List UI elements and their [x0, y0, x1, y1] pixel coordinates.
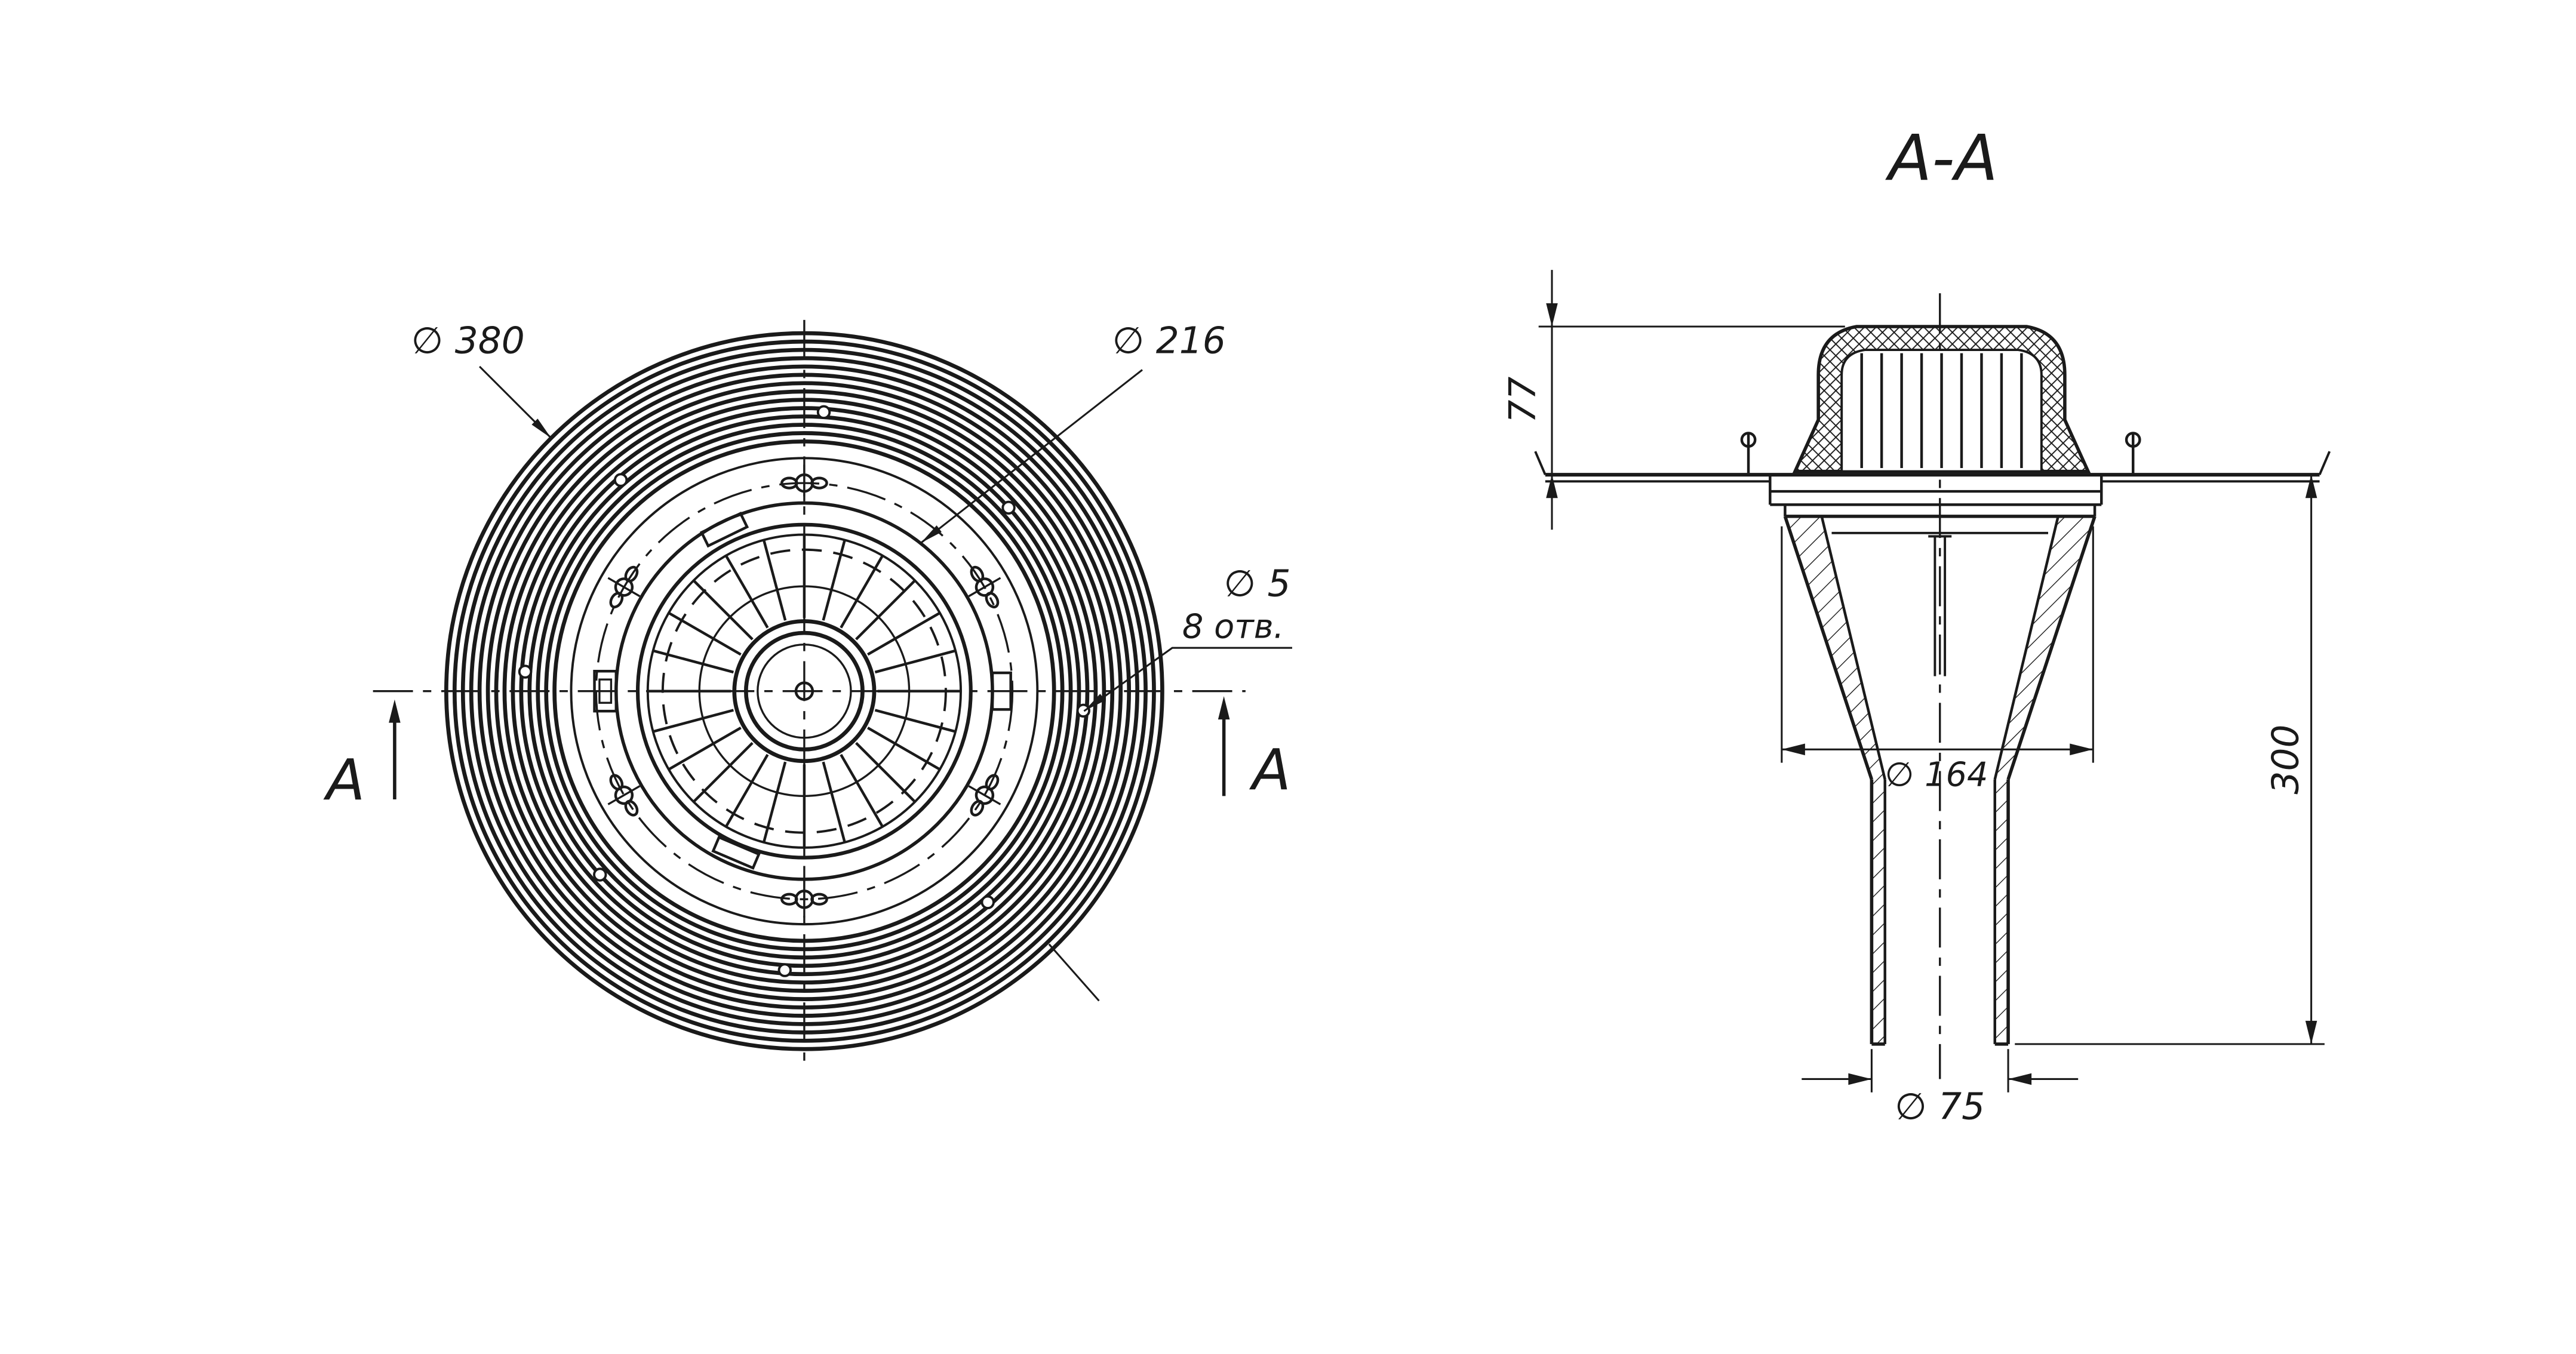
- grate-rim-outer: [635, 522, 973, 860]
- flange-inner-edge: [570, 457, 1039, 926]
- dim-hole-diameter-label: ∅ 5: [1224, 563, 1291, 605]
- section-arrow-up: [1218, 696, 1230, 720]
- leader-arrow: [531, 418, 552, 438]
- dim-inner-diameter-label: ∅ 216: [1112, 320, 1226, 362]
- wing-nuts: [607, 464, 1001, 918]
- clamp-ring: [1769, 475, 2103, 518]
- dim-funnel-diameter-label: ∅ 164: [1885, 756, 1988, 795]
- leader-arrow: [1084, 694, 1105, 712]
- hub-outer: [732, 619, 877, 764]
- dim-funnel-diameter: ∅ 164: [1781, 526, 2094, 795]
- dim-total-height: 300: [2015, 475, 2325, 1045]
- dim-hole-callout: ∅ 5 8 отв.: [1083, 563, 1292, 712]
- hub-bore: [757, 643, 852, 739]
- flange-holes: [518, 405, 1090, 977]
- flange-bolt-left: [1740, 432, 1757, 473]
- latch-right: [991, 671, 1012, 711]
- dim-pipe-diameter: ∅ 75: [1802, 1049, 2079, 1128]
- membrane-flange: [1534, 451, 2331, 483]
- funnel-body: [1783, 516, 2097, 780]
- cap-ribs: [1860, 353, 2023, 469]
- flange-bolt-right: [2125, 432, 2141, 473]
- section-marker-left-label: A: [323, 747, 365, 813]
- clamp-tab-lower: [711, 835, 761, 870]
- center-screw: [794, 681, 814, 701]
- top-view: ∅ 380 ∅ 216 ∅ 5 8 отв. A A: [323, 320, 1292, 1069]
- dim-pipe-diameter-label: ∅ 75: [1895, 1085, 1985, 1128]
- section-marker-right: A: [1218, 696, 1291, 803]
- leader-arrow: [921, 525, 942, 543]
- funnel-rod: [1928, 535, 1952, 676]
- section-marker-left: A: [323, 699, 401, 813]
- grate-spokes: [647, 534, 961, 848]
- dim-cap-height: 77: [1502, 270, 1845, 530]
- leader-tick: [1048, 943, 1100, 1002]
- clamp-tab-upper: [699, 512, 749, 548]
- hole-count-label: 8 отв.: [1182, 607, 1284, 646]
- outlet-pipe: [1870, 779, 2010, 1046]
- section-arrow-up: [389, 699, 401, 723]
- dim-outer-diameter-label: ∅ 380: [411, 320, 525, 362]
- dome-cap: [1792, 325, 2091, 473]
- dim-outer-diameter: ∅ 380: [411, 320, 552, 439]
- dim-cap-height-label: 77: [1502, 377, 1544, 423]
- section-title: A-A: [1885, 122, 1998, 195]
- section-marker-right-label: A: [1249, 737, 1291, 803]
- section-view: A-A: [1502, 122, 2331, 1128]
- dim-inner-diameter: ∅ 216: [920, 320, 1226, 544]
- hub-inner: [743, 630, 865, 752]
- latch-left: [593, 670, 618, 713]
- dim-total-height-label: 300: [2264, 725, 2307, 795]
